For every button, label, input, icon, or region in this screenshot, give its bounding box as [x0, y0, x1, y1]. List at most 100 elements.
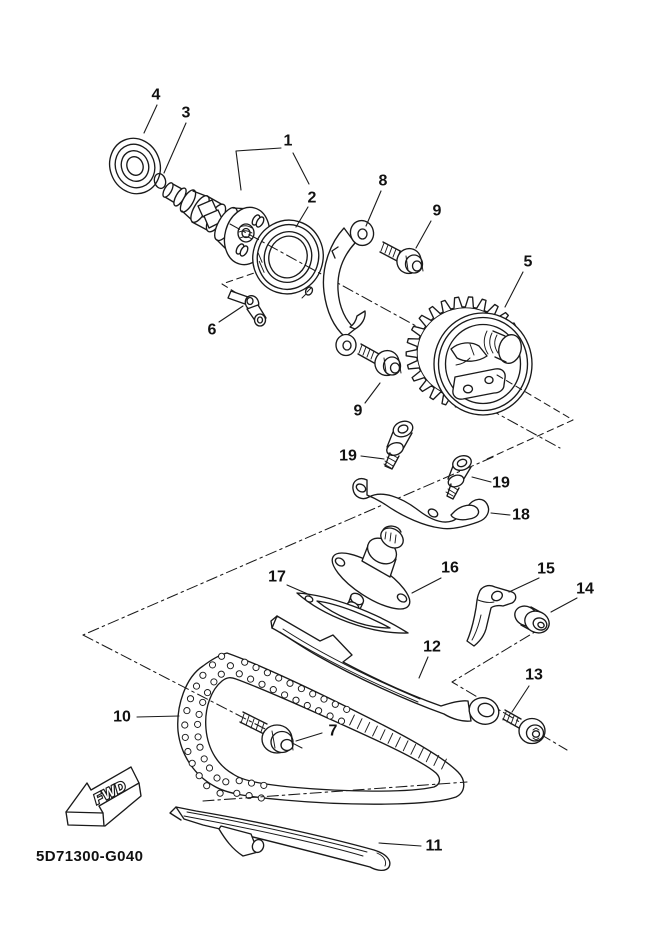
flange-bolt-lower-drawing	[357, 343, 402, 377]
chain-link	[203, 689, 212, 697]
chain-link	[233, 789, 241, 797]
chain-plate-tick	[433, 754, 440, 766]
callout-label: 12	[423, 639, 441, 656]
chain-link	[222, 778, 230, 786]
camshaft-axis-line-end	[488, 408, 561, 449]
callout-label: 11	[426, 838, 443, 855]
fold-line-sprocket	[486, 374, 574, 460]
callout-label: 19	[492, 475, 510, 492]
callout-leader	[163, 122, 187, 174]
decomp-lever-drawing	[227, 290, 267, 327]
callout-leader	[364, 382, 381, 404]
callout-label: 2	[308, 190, 317, 207]
callout-leader	[490, 512, 511, 516]
chain-link	[183, 707, 191, 715]
chain-link	[303, 701, 311, 710]
ball-bearing-drawing	[108, 137, 162, 195]
callout-label: 1	[284, 133, 293, 150]
chain-plate-tick	[372, 725, 378, 737]
chain-link	[235, 777, 243, 785]
callout-label: 6	[208, 322, 217, 339]
callout-label: 15	[537, 561, 555, 578]
callout-leader	[295, 732, 323, 742]
chain-plate-tick	[425, 751, 432, 763]
callout-label: 7	[329, 723, 338, 740]
circlip-drawing	[153, 172, 167, 190]
chain-link	[326, 712, 334, 720]
callout-leader	[286, 584, 311, 596]
callout-leader	[511, 685, 530, 713]
chain-link	[199, 698, 207, 706]
callout-label: 14	[576, 581, 594, 598]
chain-link	[213, 774, 221, 782]
chain-link	[247, 779, 256, 787]
chain-plate-tick	[349, 714, 355, 726]
chain-link	[203, 782, 211, 790]
callout-leader	[378, 842, 422, 847]
callout-label: 9	[433, 203, 442, 220]
callout-label: 17	[268, 569, 286, 586]
callout-leader	[292, 152, 310, 185]
callout-leader	[360, 455, 385, 460]
chain-link	[192, 682, 201, 690]
chain-link	[194, 733, 202, 741]
chain-link	[281, 691, 289, 699]
crank-axis-line	[202, 781, 468, 802]
callout-label: 18	[512, 507, 530, 524]
chain-link	[315, 707, 323, 715]
cam-sprocket-drawing	[405, 296, 533, 416]
chain-link	[258, 680, 266, 688]
callout-leader	[508, 577, 540, 593]
sprocket-retainer-drawing	[322, 219, 375, 357]
plug-drawing	[514, 605, 550, 634]
callout-label: 5	[524, 254, 533, 271]
chain-link	[181, 733, 189, 741]
chain-link	[331, 700, 339, 708]
timing-chain-drawing	[177, 652, 465, 805]
callout-leader	[143, 104, 158, 134]
chain-plate-tick	[410, 743, 417, 755]
socket-bolt-right-drawing	[445, 454, 472, 500]
callout-leader	[136, 715, 180, 718]
chain-plate-tick	[356, 718, 363, 730]
chain-link	[320, 695, 328, 703]
guide-bracket-drawing	[466, 585, 517, 647]
chain-link	[194, 720, 202, 728]
chain-link	[205, 764, 214, 772]
callout-label: 8	[379, 173, 388, 190]
chain-plate-tick	[395, 736, 401, 748]
button-bolt-drawing	[502, 709, 546, 745]
chain-link	[195, 772, 203, 780]
chain-link	[195, 710, 203, 718]
chain-link	[218, 652, 226, 660]
callout-label: 4	[152, 87, 161, 104]
chain-plate-tick	[402, 740, 409, 752]
chain-link	[241, 658, 249, 666]
chain-link	[184, 747, 192, 756]
chain-link	[226, 662, 234, 670]
socket-bolt-left-drawing	[383, 420, 414, 470]
callout-leader	[295, 206, 309, 228]
callout-leader	[365, 190, 382, 227]
callout-label: 10	[113, 709, 131, 726]
callout-leader	[218, 305, 244, 323]
callout-label: 3	[182, 105, 191, 122]
callout-leader	[235, 147, 282, 191]
chain-guide-bottom-drawing	[169, 806, 391, 872]
chain-guide-front-drawing	[270, 615, 500, 725]
chain-link	[337, 717, 346, 725]
chain-link	[247, 675, 255, 683]
chain-link	[181, 721, 189, 729]
chain-link	[188, 759, 196, 767]
callout-leader	[471, 476, 492, 483]
chain-link	[292, 696, 300, 704]
callout-leader	[550, 597, 578, 613]
diagram-code: 5D71300-G040	[36, 848, 143, 865]
tensioner-gasket-drawing	[296, 592, 409, 634]
chain-link	[263, 669, 271, 677]
callout-leader	[411, 577, 442, 594]
bolt7-axis-line	[82, 634, 303, 749]
chain-link	[199, 671, 207, 679]
